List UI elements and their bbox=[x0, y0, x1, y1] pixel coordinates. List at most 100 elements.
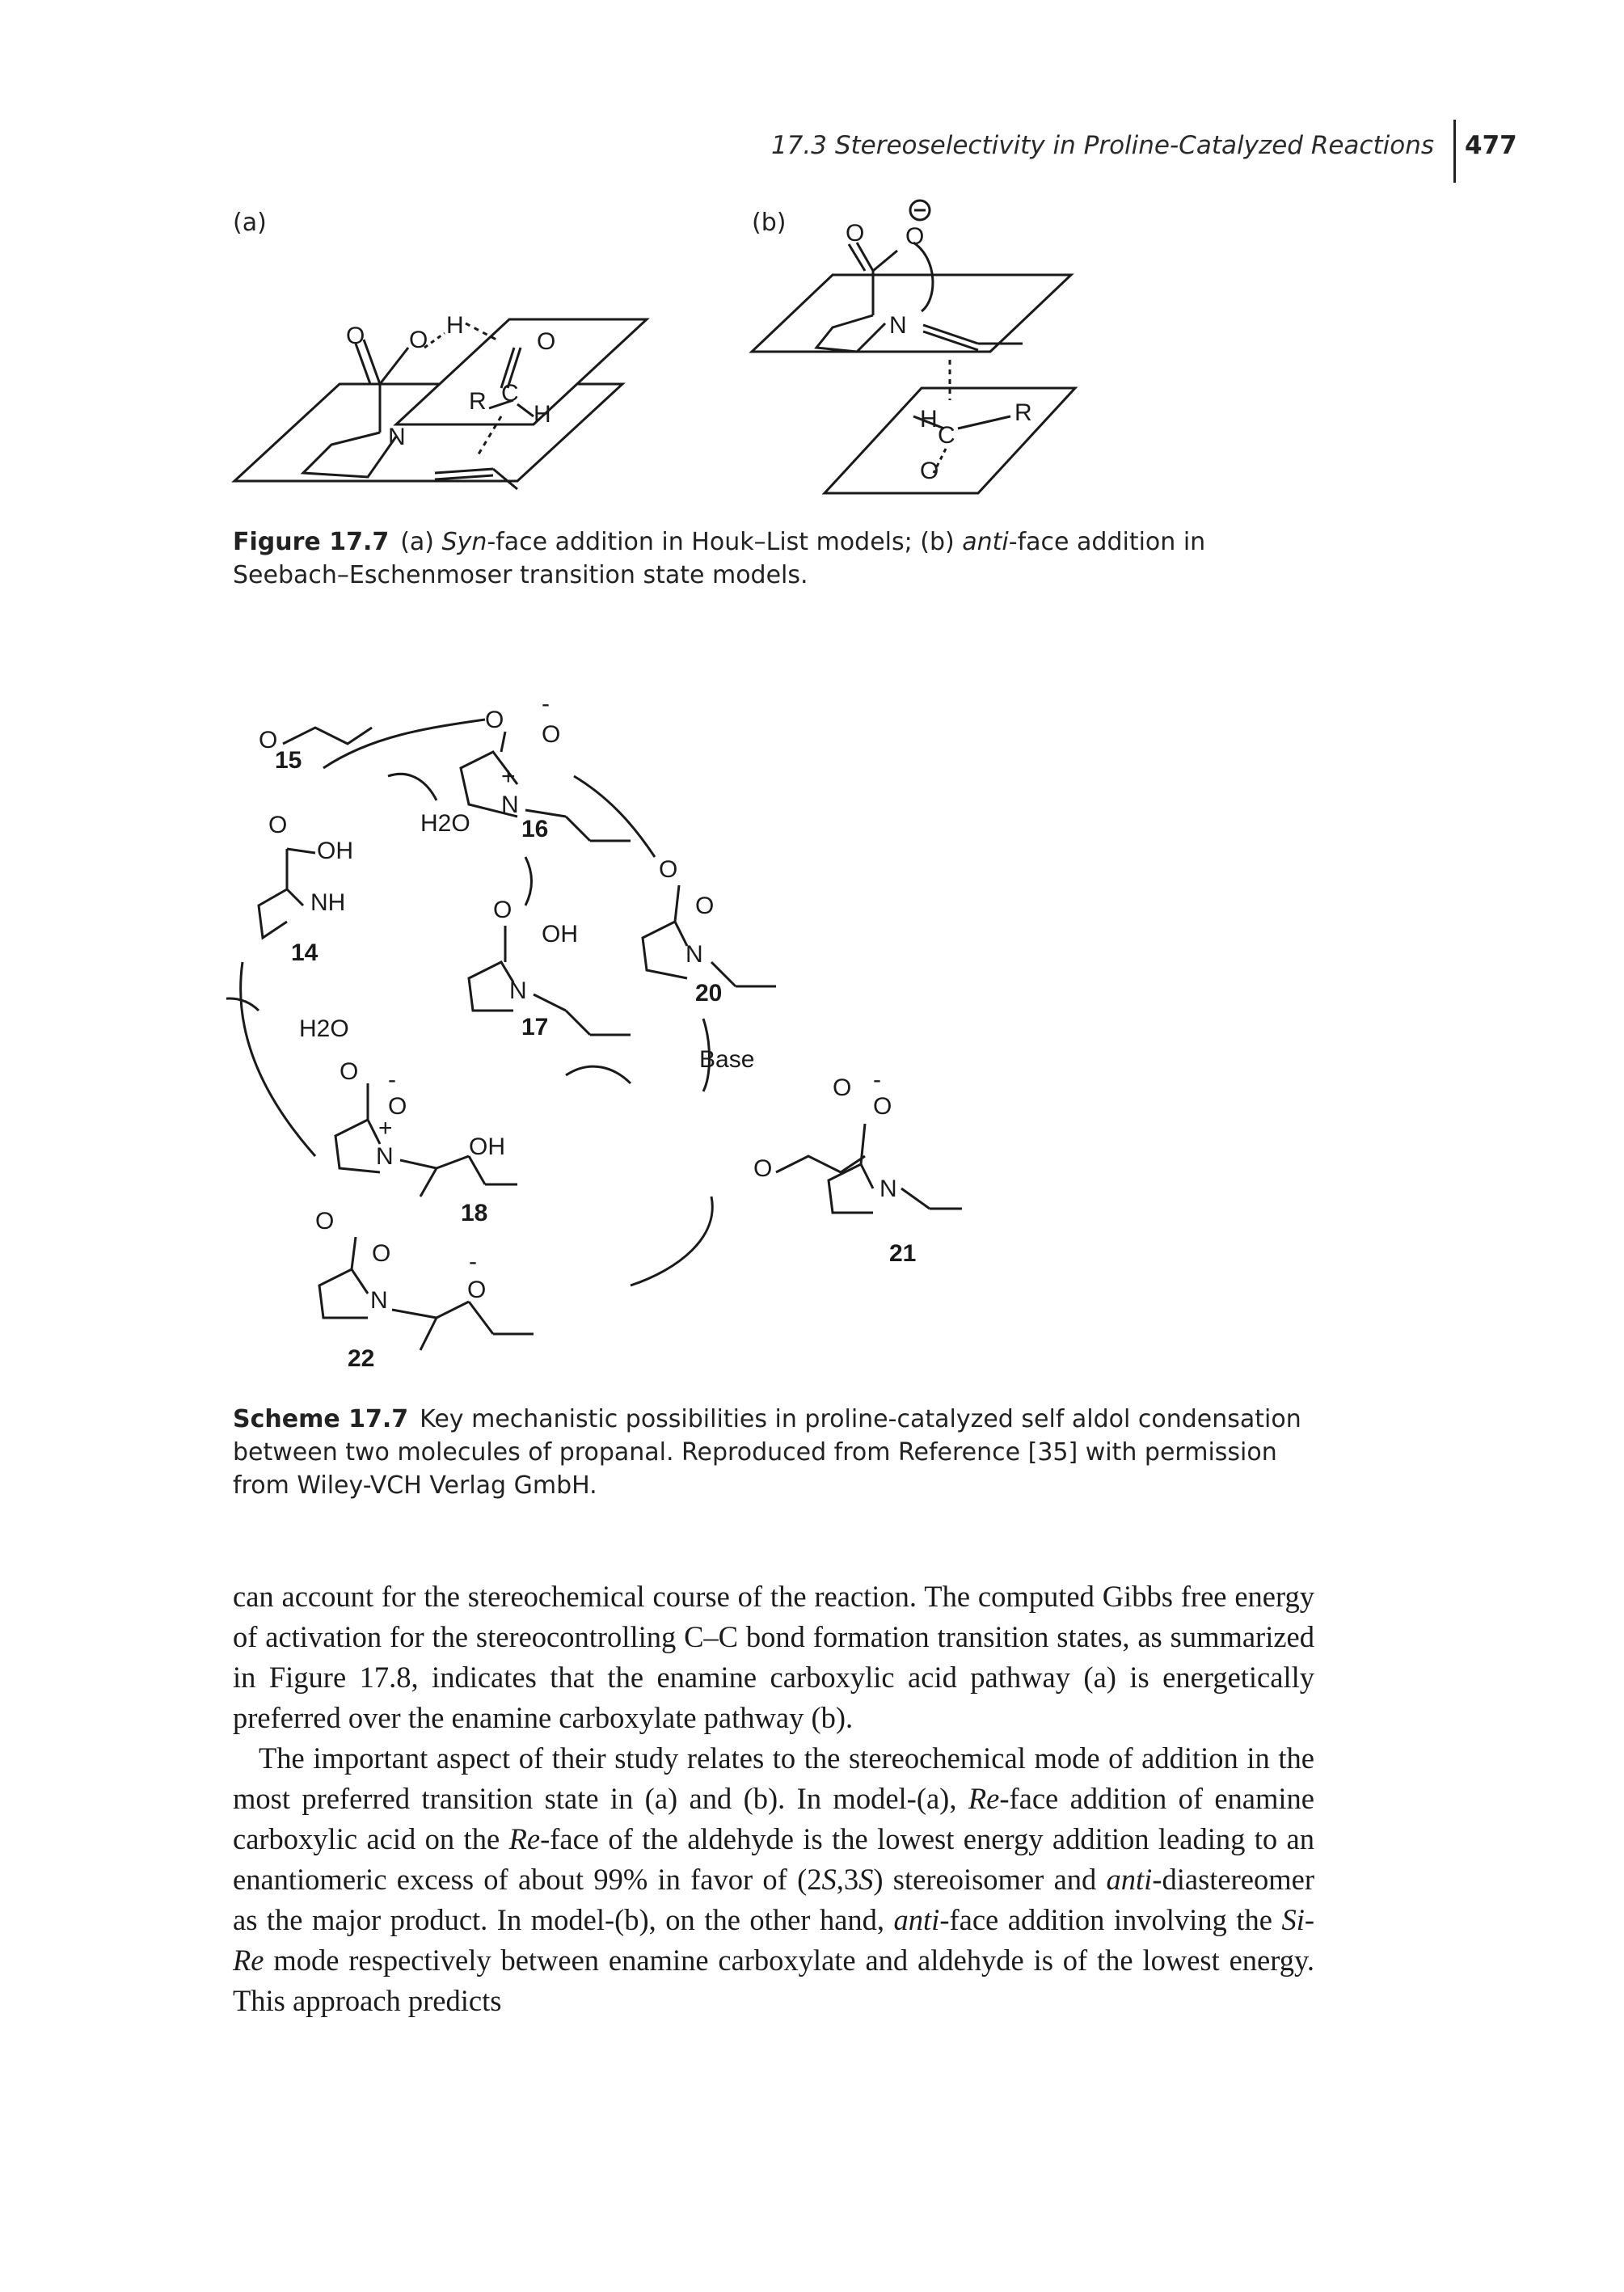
atom-o-propanal-2: O bbox=[753, 1155, 772, 1182]
atom-o-21a: O bbox=[833, 1074, 851, 1101]
label-22: 22 bbox=[348, 1345, 374, 1372]
figure-17-7-caption: Figure 17.7(a) Syn-face addition in Houk… bbox=[233, 528, 1206, 589]
atom-o-aldehyde-b: O bbox=[920, 458, 939, 484]
atom-o-21b: O bbox=[873, 1093, 892, 1120]
atom-o-20b: O bbox=[695, 893, 714, 919]
figure-17-7-a-diagram: O O H O R C H N bbox=[231, 312, 650, 491]
charge-circle bbox=[909, 199, 931, 222]
upper-plane-b bbox=[749, 273, 1074, 353]
scheme-17-7-diagram: O O - O + N O OH NH O OH N O O N O OH O … bbox=[226, 690, 962, 1372]
lower-plane-b bbox=[821, 386, 1078, 495]
group-oh-14: OH bbox=[317, 838, 353, 864]
panel-b-label: (b) bbox=[752, 209, 787, 237]
ring-20 bbox=[641, 919, 689, 980]
atom-o-14: O bbox=[268, 812, 287, 838]
label-18: 18 bbox=[461, 1200, 487, 1226]
header-divider bbox=[1453, 120, 1456, 183]
atom-c-aldehyde: C bbox=[501, 380, 519, 407]
atom-o-carboxylate-b: O bbox=[905, 223, 924, 250]
atom-o-15: O bbox=[259, 727, 277, 753]
group-oh-17: OH bbox=[542, 921, 578, 948]
curved-arrow-b bbox=[913, 241, 934, 313]
label-14: 14 bbox=[291, 939, 318, 966]
atom-o-22b: O bbox=[372, 1240, 390, 1267]
arrow-16-to-20 bbox=[573, 775, 656, 858]
atom-n-17: N bbox=[509, 977, 527, 1004]
atom-o-22c: O bbox=[467, 1277, 486, 1303]
panel-a-label: (a) bbox=[233, 209, 267, 237]
reagent-water-top: H2O bbox=[420, 810, 470, 837]
plus-16: + bbox=[501, 763, 516, 790]
atom-o-16a: O bbox=[485, 707, 504, 733]
pyrrolidine-ring bbox=[300, 431, 398, 479]
scheme-17-7-caption-text: Key mechanistic possibilities in proline… bbox=[233, 1405, 1301, 1500]
plus-18: + bbox=[378, 1115, 393, 1142]
atom-o-22a: O bbox=[315, 1208, 334, 1235]
arrow-to-19 bbox=[226, 997, 260, 1012]
atom-o-carbonyl-b: O bbox=[846, 220, 864, 247]
page-number: 477 bbox=[1465, 131, 1517, 160]
body-text: can account for the stereochemical cours… bbox=[233, 1577, 1314, 2021]
atom-h-aldehyde: H bbox=[534, 401, 551, 428]
upper-plane bbox=[393, 318, 650, 426]
atom-n-enamine: N bbox=[388, 424, 406, 450]
ring-22 bbox=[318, 1268, 369, 1319]
atom-n-16: N bbox=[501, 791, 519, 818]
ring-16 bbox=[459, 750, 519, 818]
atom-o-18b: O bbox=[388, 1093, 407, 1120]
arrow-16-to-17 bbox=[524, 856, 533, 906]
ring-14 bbox=[257, 888, 305, 940]
label-20: 20 bbox=[695, 980, 722, 1007]
atom-o-hydroxyl: O bbox=[409, 327, 428, 353]
section-title: 17.3 Stereoselectivity in Proline-Cataly… bbox=[770, 131, 1434, 160]
minus-21: - bbox=[873, 1066, 881, 1093]
arrow-17-to-18 bbox=[565, 1065, 632, 1085]
ring-21 bbox=[827, 1162, 875, 1214]
atom-r-b: R bbox=[1014, 399, 1032, 426]
minus-18: - bbox=[388, 1066, 396, 1093]
label-15: 15 bbox=[275, 747, 302, 774]
group-nh-14: NH bbox=[310, 889, 345, 916]
propanal-15 bbox=[282, 726, 373, 745]
arrow-20-to-21 bbox=[702, 1018, 711, 1092]
minus-22: - bbox=[469, 1248, 477, 1275]
atom-o-20a: O bbox=[659, 856, 677, 883]
label-16: 16 bbox=[521, 816, 548, 842]
atom-n-18: N bbox=[376, 1143, 394, 1170]
running-head: 17.3 Stereoselectivity in Proline-Cataly… bbox=[695, 120, 1568, 183]
arrow-15-to-16 bbox=[323, 718, 486, 770]
lower-plane bbox=[231, 382, 626, 483]
atom-o-aldehyde: O bbox=[537, 328, 555, 355]
atom-o-18a: O bbox=[340, 1058, 358, 1085]
arrow-21-to-22 bbox=[630, 1196, 714, 1287]
figure-17-7-b-diagram: O O N H C R O bbox=[749, 199, 1078, 495]
atom-r-group: R bbox=[469, 388, 487, 415]
label-17: 17 bbox=[521, 1014, 548, 1040]
atom-n-enamine-b: N bbox=[889, 312, 907, 339]
atom-h-bonded: H bbox=[446, 312, 464, 339]
figure-17-7-caption-lead: Figure 17.7 bbox=[233, 528, 390, 556]
body-paragraph-2: The important aspect of their study rela… bbox=[233, 1741, 1314, 2017]
arrow-water-release bbox=[387, 772, 438, 801]
atom-n-22: N bbox=[370, 1287, 388, 1314]
atom-o-17: O bbox=[493, 897, 512, 923]
atom-o-16b: O bbox=[542, 721, 560, 748]
pyrrolidine-ring-b bbox=[814, 314, 887, 353]
ring-17 bbox=[467, 960, 515, 1012]
group-oh-18: OH bbox=[469, 1133, 505, 1160]
atom-n-21: N bbox=[879, 1176, 897, 1202]
atom-h-b: H bbox=[920, 406, 938, 433]
body-paragraph-1: can account for the stereochemical cours… bbox=[233, 1580, 1314, 1734]
label-21: 21 bbox=[889, 1240, 916, 1267]
reagent-water-left: H2O bbox=[299, 1015, 349, 1042]
atom-o-carbonyl: O bbox=[346, 323, 365, 349]
atom-c-b: C bbox=[938, 422, 955, 449]
ring-18 bbox=[334, 1117, 382, 1174]
propanal-2 bbox=[775, 1154, 866, 1174]
arrow-14-to-22 bbox=[239, 961, 317, 1157]
minus-16: - bbox=[542, 690, 550, 717]
scheme-17-7-caption-lead: Scheme 17.7 bbox=[233, 1405, 409, 1433]
reagent-base: Base bbox=[699, 1046, 754, 1073]
atom-n-20: N bbox=[685, 941, 703, 968]
